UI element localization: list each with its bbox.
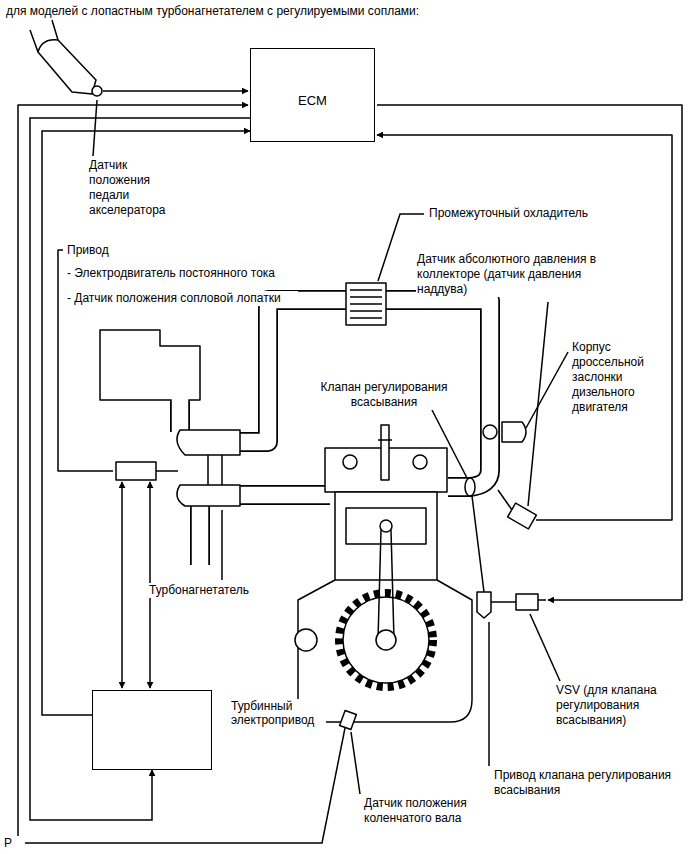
leader-line — [351, 732, 360, 794]
oil-pump — [295, 629, 317, 651]
cylinder — [335, 492, 437, 580]
crank-wire — [18, 105, 345, 843]
turbo-shaft — [208, 455, 222, 485]
leader-line — [432, 410, 467, 478]
node-label: Турбинный электропривод — [231, 699, 326, 728]
pedal-leg — [30, 20, 58, 52]
valve-actuator — [477, 592, 491, 618]
connecting-rod — [378, 530, 394, 640]
part-label: Датчик положения коленчатого вала — [363, 796, 495, 826]
turbine-housing — [177, 485, 240, 506]
node-label: ECM — [251, 49, 374, 109]
control-box: ECM — [250, 48, 375, 142]
part-label: P — [3, 836, 25, 851]
part-label: Датчик положения педали акселератора — [88, 158, 190, 218]
part-label: Привод клапана регулирования всасывания — [493, 768, 690, 798]
crank-gear — [339, 593, 433, 687]
leader-line — [530, 614, 560, 681]
leader-line — [93, 100, 97, 156]
map-sensor — [508, 503, 537, 529]
leader-line — [488, 622, 490, 766]
pedal-wire — [103, 90, 248, 92]
injector — [381, 425, 389, 480]
drive-box: Турбинный электропривод — [92, 690, 212, 770]
intercooler — [346, 283, 386, 325]
compressor-housing — [177, 430, 240, 455]
part-label: - Датчик положения сопловой лопатки — [66, 291, 298, 306]
part-label: VSV (для клапана регулирования всасывани… — [555, 683, 685, 728]
heading: для моделей с лопастным турбонагнетателе… — [6, 4, 419, 18]
vsv — [516, 594, 538, 610]
part-label: Клапан регулирования всасывания — [318, 380, 450, 410]
leader-line — [221, 510, 223, 580]
accelerator-pedal — [38, 40, 96, 94]
part-label: - Электродвигатель постоянного тока — [66, 266, 298, 281]
part-label: Промежуточный охладитель — [428, 206, 610, 221]
actuator-link — [121, 482, 123, 688]
leader-line — [528, 302, 548, 506]
part-label: Турбонагнетатель — [148, 583, 270, 598]
throttle-body — [502, 422, 526, 442]
signal-line — [42, 131, 250, 715]
piston — [346, 508, 426, 544]
part-label: Датчик абсолютного давления в коллекторе… — [416, 252, 628, 297]
part-label: Корпус дроссельной заслонки дизельного д… — [571, 340, 665, 415]
crank-sensor — [340, 710, 357, 729]
turbo-actuator — [116, 462, 156, 480]
signal-line — [30, 118, 250, 820]
part-label: Привод — [66, 243, 148, 258]
intake-control-valve — [465, 478, 475, 496]
pedal-sensor — [92, 86, 102, 96]
privod-leader — [58, 250, 113, 471]
air-cleaner — [100, 330, 200, 400]
throttle-valve — [483, 425, 497, 439]
leader-line — [526, 352, 568, 428]
